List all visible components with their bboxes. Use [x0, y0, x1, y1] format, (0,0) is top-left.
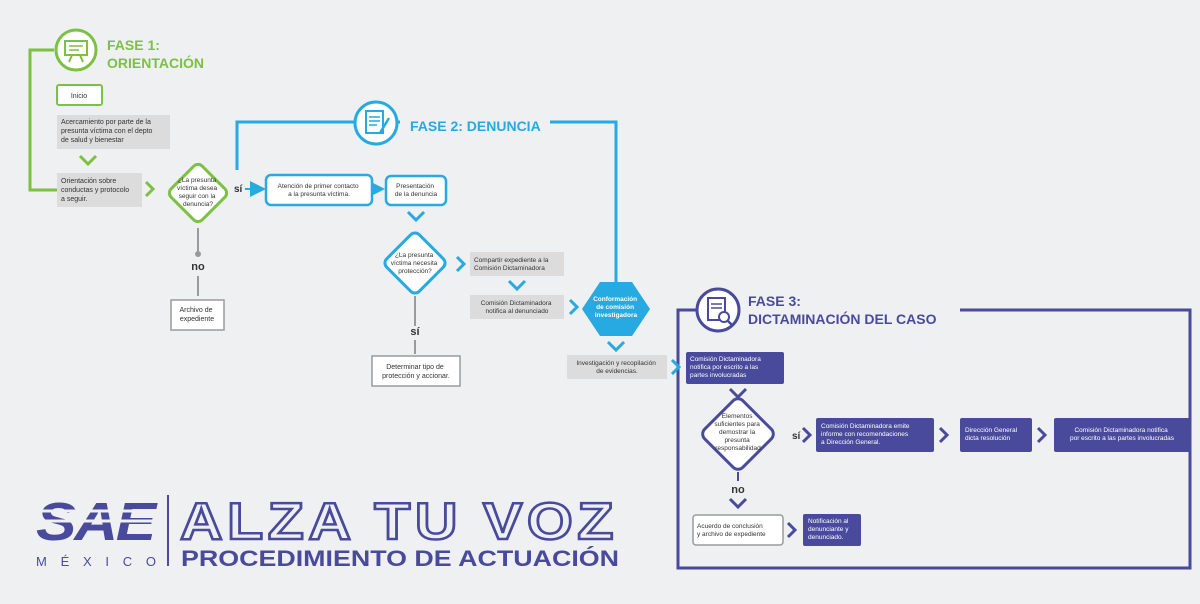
- chevron-right-icon: [670, 358, 682, 376]
- phase3-decision-diamond: [701, 397, 775, 471]
- acercamiento-text: Acercamiento por parte de la presunta ví…: [61, 119, 154, 144]
- sae-logo: SAE M É X I C O: [36, 492, 160, 569]
- direccion-text: Dirección General dicta resolución: [965, 427, 1019, 442]
- phase2-yes-label: sí: [410, 326, 420, 338]
- chevron-down-icon: [406, 210, 426, 223]
- presentacion-text: Presentación de la denuncia: [395, 183, 438, 198]
- compartir-box: [470, 252, 564, 276]
- chevron-right-icon: [801, 426, 813, 444]
- acuerdo-text: Acuerdo de conclusión y archivo de exped…: [697, 523, 766, 538]
- phase3-frame: [676, 308, 1192, 570]
- phase3-yes-label: sí: [792, 431, 802, 442]
- atencion-text: Atención de primer contacto a la presunt…: [278, 183, 361, 198]
- phase1-no-label: no: [191, 261, 205, 273]
- notifica-partes-box: [686, 352, 784, 384]
- notifica-text: Comisión Dictaminadora notifica al denun…: [481, 300, 554, 315]
- archivo-text: Archivo de expediente: [179, 307, 214, 323]
- chevron-right-icon: [786, 521, 798, 539]
- notificacion-text: Notificación al denunciante y denunciado…: [808, 518, 850, 541]
- phase1-title-line1: FASE 1:: [107, 37, 160, 53]
- phase1-icon: [54, 28, 98, 72]
- orientacion-text: Orientación sobre conductas y protocolo …: [61, 178, 131, 203]
- phase2-decision-diamond: [383, 231, 447, 295]
- chevron-right-icon: [568, 298, 580, 316]
- phase1-yes-label: sí: [234, 184, 244, 195]
- footer-title: ALZA TU VOZ: [180, 493, 618, 551]
- investigacion-text: Investigación y recopilación de evidenci…: [576, 360, 657, 375]
- investigacion-box: [567, 355, 667, 379]
- notifica-box: [470, 295, 564, 319]
- orientacion-box: [57, 173, 142, 207]
- chevron-right-icon: [1036, 426, 1048, 444]
- phase3-title-line2: DICTAMINACIÓN DEL CASO: [748, 310, 937, 327]
- phase2-decision-text: ¿La presunta víctima necesita protección…: [391, 252, 439, 275]
- inicio-label: Inicio: [71, 93, 87, 100]
- archivo-box: [170, 299, 225, 331]
- emite-text: Comisión Dictaminadora emite informe con…: [821, 423, 911, 446]
- atencion-box: [264, 173, 374, 207]
- chevron-down-icon: [507, 279, 527, 292]
- chevron-right-icon: [455, 255, 467, 273]
- chevron-down-icon: [728, 497, 748, 510]
- phase3-icon: [695, 287, 741, 333]
- phase2-title: FASE 2: DENUNCIA: [410, 118, 541, 134]
- phase3-no-label: no: [731, 484, 745, 496]
- notificacion-box: [803, 514, 861, 546]
- phase1-no-dot: [195, 251, 201, 257]
- phase1-decision-text: ¿La presunta víctima desea seguir con la…: [177, 177, 219, 208]
- phase1-decision-diamond: [167, 162, 229, 224]
- conformacion-hexagon: [582, 282, 650, 336]
- conformacion-text: Conformación de comisión investigadora: [593, 296, 639, 319]
- compartir-text: Compartir expediente a la Comisión Dicta…: [474, 257, 550, 272]
- footer-subtitle: PROCEDIMIENTO DE ACTUACIÓN: [181, 546, 619, 571]
- phase1-frame: [28, 48, 60, 192]
- chevron-right-icon: [938, 426, 950, 444]
- emite-box: [816, 418, 934, 452]
- notifica-partes-text: Comisión Dictaminadora notifica por escr…: [690, 356, 763, 379]
- acuerdo-box: [692, 514, 784, 546]
- presentacion-box: [384, 174, 448, 207]
- chevron-down-icon: [728, 387, 748, 400]
- final-box: [1054, 418, 1190, 452]
- phase3-title-line1: FASE 3:: [748, 293, 801, 309]
- direccion-box: [960, 418, 1032, 452]
- acercamiento-box: [57, 115, 170, 149]
- chevron-down-icon: [606, 340, 626, 353]
- phase3-decision-text: Elementos suficientes para demostrar la …: [714, 413, 761, 452]
- determinar-box: [371, 355, 461, 387]
- phase2-icon: [353, 100, 399, 146]
- phase1-title-line2: ORIENTACIÓN: [107, 54, 204, 71]
- determinar-text: Determinar tipo de protección y accionar…: [382, 364, 450, 380]
- sae-logo-sub: M É X I C O: [36, 554, 156, 569]
- chevron-right-icon: [144, 180, 156, 198]
- inicio-box: [56, 84, 103, 106]
- chevron-down-icon: [78, 154, 98, 167]
- final-text: Comisión Dictaminadora notifica por escr…: [1070, 427, 1175, 442]
